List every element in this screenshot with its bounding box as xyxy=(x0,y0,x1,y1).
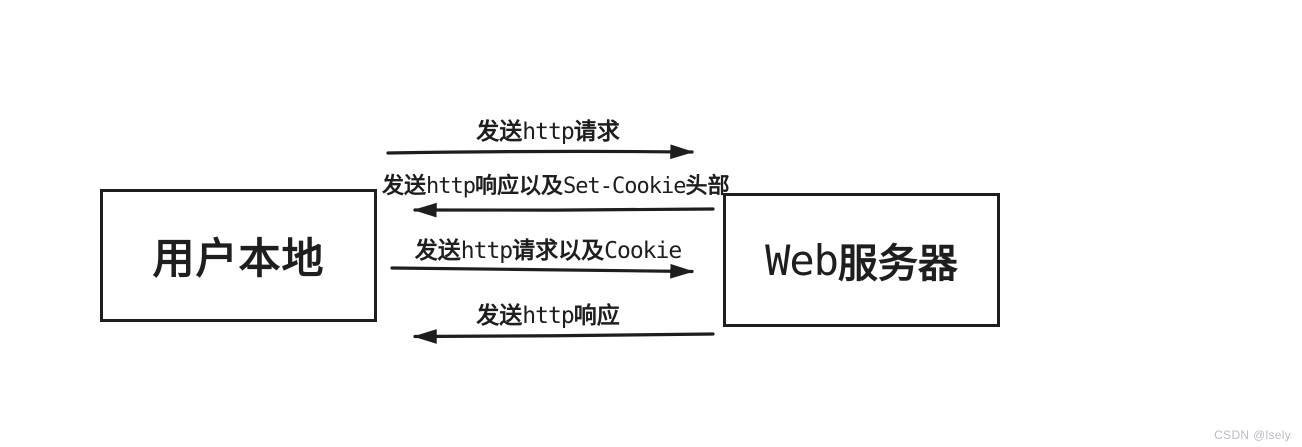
node-web-server-label-cn: 服务器 xyxy=(837,242,958,286)
node-user-local: 用户本地 xyxy=(100,189,377,322)
arrow-http-response xyxy=(413,329,715,344)
label-part: 发送 xyxy=(476,118,523,144)
label-part: Cookie xyxy=(604,238,682,264)
label-part: 头部 xyxy=(685,173,730,198)
label-part: 请求 xyxy=(573,118,620,144)
arrow-label-http-response-set-cookie: 发送http响应以及Set-Cookie头部 xyxy=(382,172,729,200)
arrow-http-request-cookie xyxy=(390,263,694,279)
label-part: 响应 xyxy=(573,302,620,328)
watermark: CSDN @lsely xyxy=(1214,428,1291,442)
label-part: http xyxy=(522,119,574,145)
arrow-label-http-response: 发送http响应 xyxy=(382,302,714,330)
arrow-label-http-request-cookie: 发送http请求以及Cookie xyxy=(382,237,714,265)
label-part: http xyxy=(426,174,476,199)
arrow-http-request xyxy=(386,144,694,160)
arrow-label-http-request: 发送http请求 xyxy=(382,118,714,146)
label-part: 发送 xyxy=(382,173,427,198)
label-part: http xyxy=(522,303,574,329)
label-part: 响应以及 xyxy=(475,173,564,198)
label-part: http xyxy=(460,238,513,264)
label-part: 发送 xyxy=(476,302,523,328)
label-part: Set-Cookie xyxy=(563,174,686,199)
label-part: 发送 xyxy=(414,237,461,263)
node-web-server-label-latin: Web xyxy=(765,235,839,285)
label-part: 请求以及 xyxy=(512,237,605,263)
node-user-local-label: 用户本地 xyxy=(152,235,325,282)
arrow-http-response-set-cookie xyxy=(413,202,715,218)
